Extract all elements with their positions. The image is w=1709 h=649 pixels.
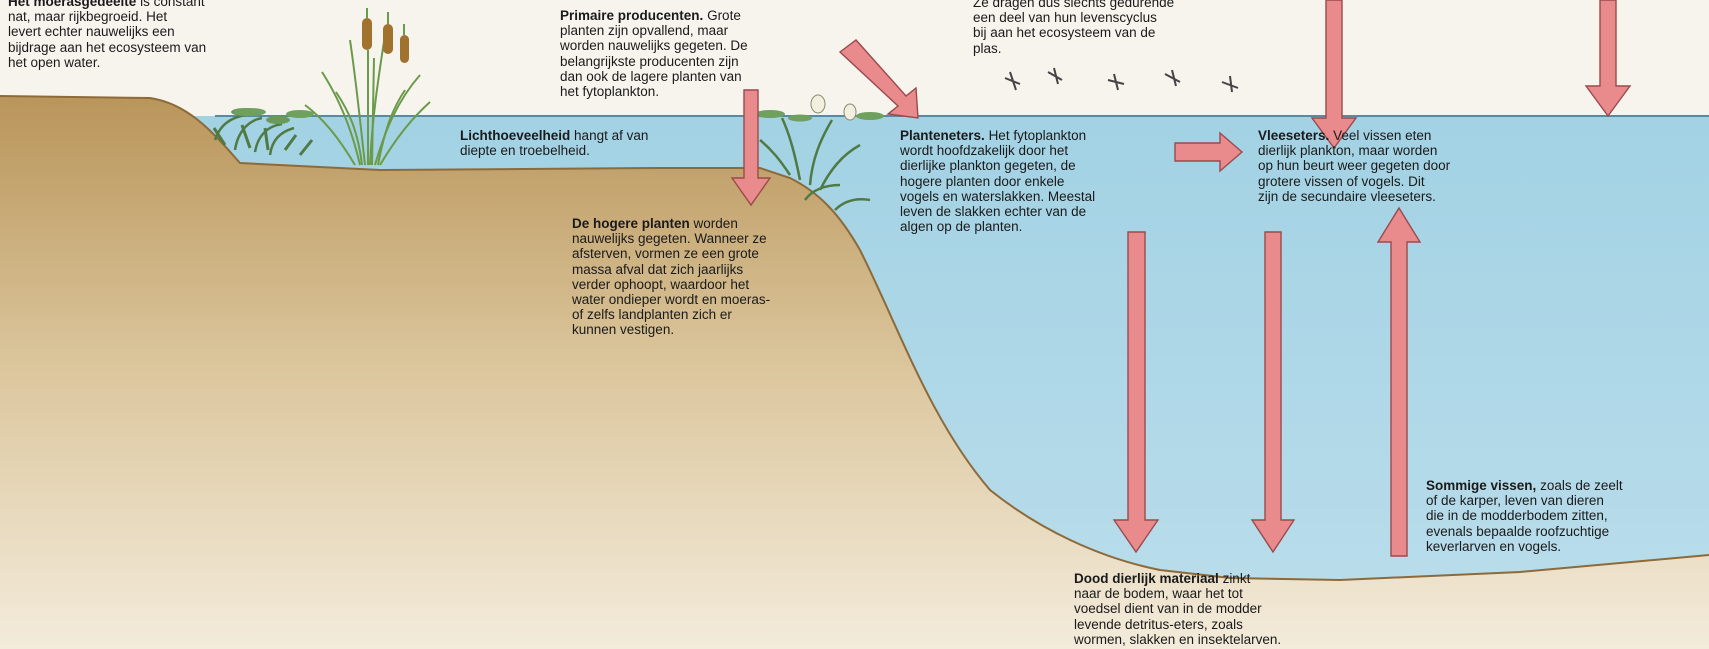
annotation-dood-dierlijk: Dood dierlijk materiaal zinkt naar de bo… — [1074, 571, 1374, 647]
hogere-line: massa afval dat zich jaarlijks — [572, 262, 842, 277]
annotation-insecten: Ze dragen dus slechts gedurende een deel… — [973, 0, 1253, 56]
insecten-line: bij aan het ecosysteem van de — [973, 25, 1253, 40]
hogere-line: afsterven, vormen ze een grote — [572, 246, 842, 261]
annotation-moeras: Het moerasgedeelte is constant nat, maar… — [8, 0, 308, 70]
vleeseters-line: zijn de secundaire vleeseters. — [1258, 189, 1518, 204]
primaire-line: worden nauwelijks gegeten. De — [560, 38, 840, 53]
moeras-line: levert echter nauwelijks een — [8, 24, 308, 39]
hogere-body-first: worden — [694, 216, 738, 231]
insecten-line: plas. — [973, 41, 1253, 56]
sommige-line: evenals bepaalde roofzuchtige — [1426, 524, 1706, 539]
arrow-far-right-down — [1586, 0, 1630, 116]
planteneters-line: vogels en waterslakken. Meestal — [900, 189, 1150, 204]
sommige-line: keverlarven en vogels. — [1426, 539, 1706, 554]
vleeseters-line: dierlijk plankton, maar worden — [1258, 143, 1518, 158]
hogere-line: water ondieper wordt en moeras- — [572, 292, 842, 307]
sommige-line: die in de modderbodem zitten, — [1426, 508, 1706, 523]
hogere-line: kunnen vestigen. — [572, 322, 842, 337]
moeras-body-first: is constant — [140, 0, 205, 9]
planteneters-line: dierlijke plankton gegeten, de — [900, 158, 1150, 173]
annotation-vleeseters: Vleeseters. Veel vissen eten dierlijk pl… — [1258, 128, 1518, 204]
licht-title: Lichthoeveelheid — [460, 128, 570, 143]
planteneters-line: algen op de planten. — [900, 219, 1150, 234]
sommige-title: Sommige vissen, — [1426, 478, 1536, 493]
hogere-title: De hogere planten — [572, 216, 690, 231]
hogere-line: of zelfs landplanten zich er — [572, 307, 842, 322]
annotation-lichthoeveelheid: Lichthoeveelheid hangt af van diepte en … — [460, 128, 730, 158]
annotation-sommige-vissen: Sommige vissen, zoals de zeelt of de kar… — [1426, 478, 1706, 554]
planteneters-title: Planteneters. — [900, 128, 985, 143]
licht-body-first: hangt af van — [574, 128, 648, 143]
moeras-line: bijdrage aan het ecosysteem van — [8, 40, 308, 55]
planteneters-line: hogere planten door enkele — [900, 174, 1150, 189]
dood-line: levende detritus-eters, zoals — [1074, 617, 1374, 632]
planteneters-line: wordt hoofdzakelijk door het — [900, 143, 1150, 158]
dood-line: voedsel dient van in de modder — [1074, 601, 1374, 616]
primaire-line: het fytoplankton. — [560, 84, 840, 99]
insecten-line: Ze dragen dus slechts gedurende — [973, 0, 1253, 10]
licht-line: diepte en troebelheid. — [460, 143, 730, 158]
hogere-line: verder ophoopt, waardoor het — [572, 277, 842, 292]
dood-body-first: zinkt — [1223, 571, 1251, 586]
primaire-body-first: Grote — [707, 8, 741, 23]
vleeseters-title: Vleeseters. — [1258, 128, 1329, 143]
annotation-planteneters: Planteneters. Het fytoplankton wordt hoo… — [900, 128, 1150, 234]
moeras-line: het open water. — [8, 55, 308, 70]
planteneters-body-first: Het fytoplankton — [989, 128, 1087, 143]
vleeseters-line: op hun beurt weer gegeten door — [1258, 158, 1518, 173]
insecten-line: een deel van hun levenscyclus — [973, 10, 1253, 25]
dood-line: wormen, slakken en insektelarven. — [1074, 632, 1374, 647]
vleeseters-body-first: Veel vissen eten — [1333, 128, 1431, 143]
hogere-line: nauwelijks gegeten. Wanneer ze — [572, 231, 842, 246]
annotation-hogere-planten: De hogere planten worden nauwelijks gege… — [572, 216, 842, 338]
primaire-title: Primaire producenten. — [560, 8, 703, 23]
moeras-line: nat, maar rijkbegroeid. Het — [8, 9, 308, 24]
arrow-top-right-down — [1312, 0, 1356, 148]
sommige-body-first: zoals de zeelt — [1540, 478, 1623, 493]
moeras-title: Het moerasgedeelte — [8, 0, 136, 9]
vleeseters-line: grotere vissen of vogels. Dit — [1258, 174, 1518, 189]
dood-title: Dood dierlijk materiaal — [1074, 571, 1219, 586]
insects — [1005, 68, 1238, 92]
annotation-primaire-producenten: Primaire producenten. Grote planten zijn… — [560, 8, 840, 99]
planteneters-line: leven de slakken echter van de — [900, 204, 1150, 219]
sommige-line: of de karper, leven van dieren — [1426, 493, 1706, 508]
primaire-line: dan ook de lagere planten van — [560, 69, 840, 84]
primaire-line: planten zijn opvallend, maar — [560, 23, 840, 38]
dood-line: naar de bodem, waar het tot — [1074, 586, 1374, 601]
primaire-line: belangrijkste producenten zijn — [560, 54, 840, 69]
